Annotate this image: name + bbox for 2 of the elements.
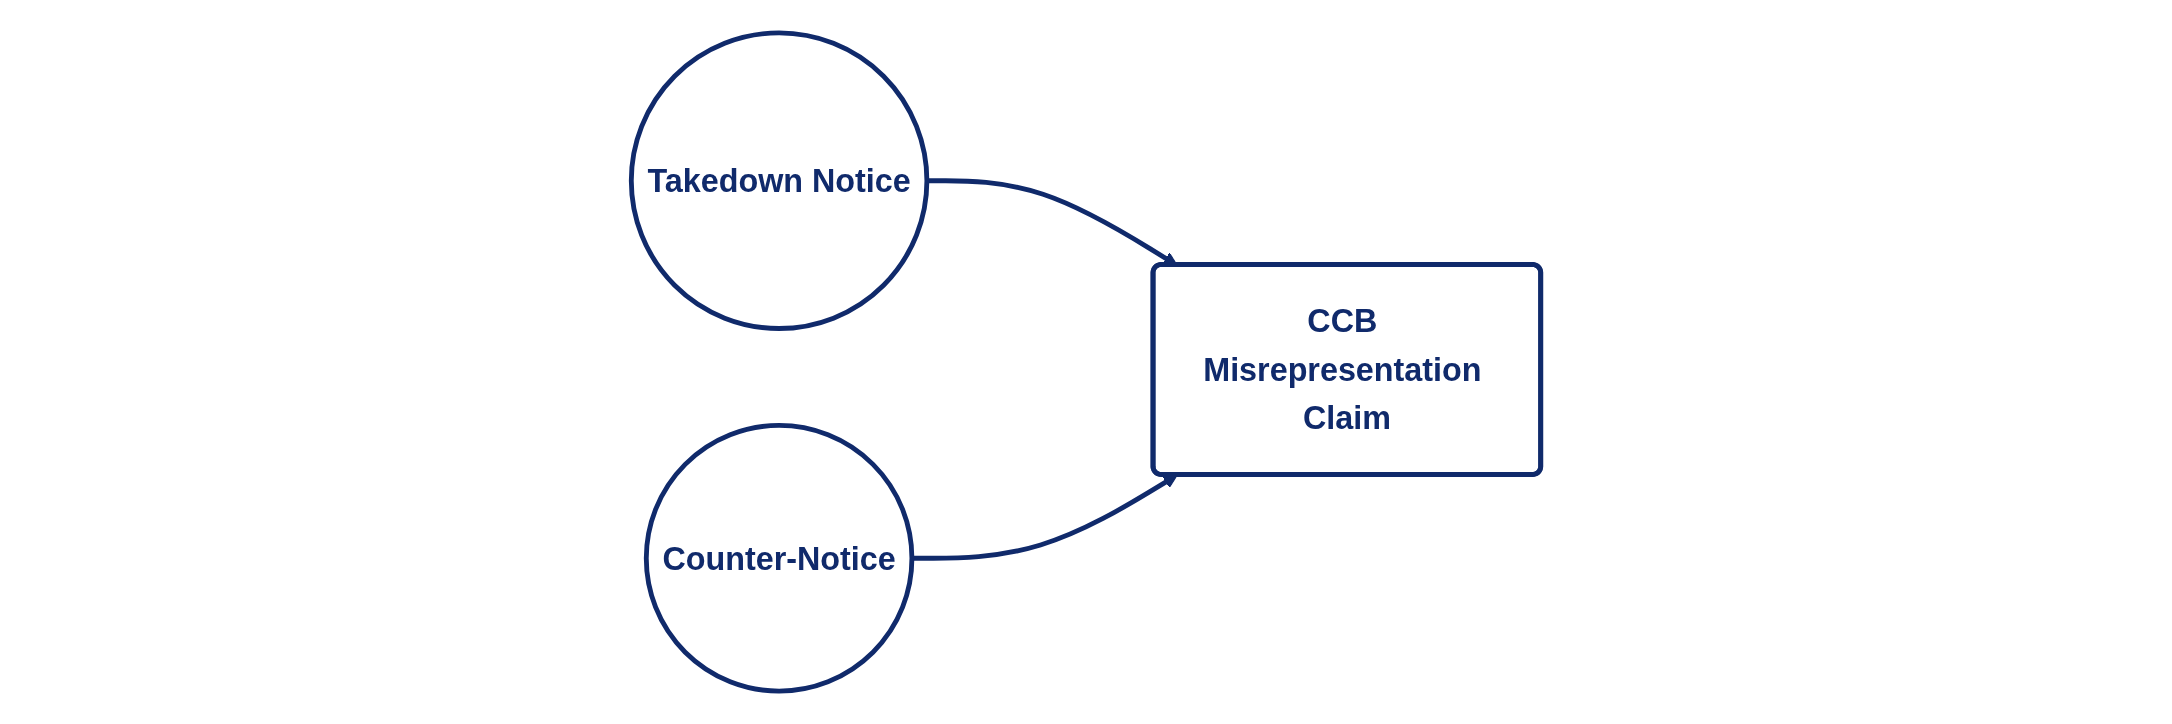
node-circle: Takedown Notice (628, 30, 930, 331)
node-circle: Counter-Notice (643, 423, 915, 694)
